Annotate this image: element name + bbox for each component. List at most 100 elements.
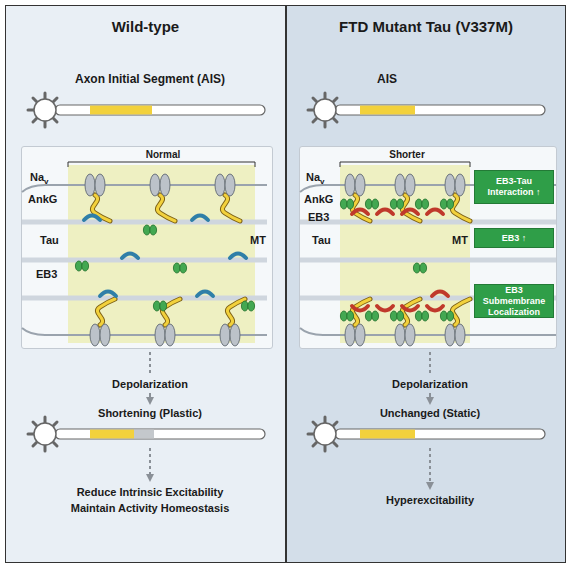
neuron-bottom-left bbox=[90, 430, 134, 439]
microtubule bbox=[22, 220, 267, 225]
illustration-part bbox=[352, 299, 370, 325]
annotation-label: Na bbox=[30, 171, 44, 183]
annotation-label: Tau bbox=[312, 234, 331, 246]
finding-box: EB3-Tau Interaction ↑ bbox=[474, 170, 554, 204]
membrane bbox=[22, 185, 556, 335]
annotation-label: Reduce Intrinsic Excitability bbox=[77, 486, 224, 498]
neuron-bottom-right bbox=[308, 417, 545, 451]
illustration-part bbox=[97, 299, 115, 325]
illustration-part bbox=[415, 311, 428, 321]
illustration-part bbox=[345, 174, 365, 196]
annotation-label: Depolarization bbox=[112, 378, 188, 390]
annotation-label: EB3 bbox=[308, 211, 329, 223]
illustration-part bbox=[157, 195, 175, 221]
illustration-part bbox=[413, 263, 426, 273]
neuron-bottom-left bbox=[28, 417, 265, 451]
illustration-part bbox=[352, 306, 368, 311]
illustration-part bbox=[90, 324, 110, 346]
annotation-label: Depolarization bbox=[392, 378, 468, 390]
flow-arrow bbox=[149, 352, 151, 374]
illustration-part bbox=[402, 299, 420, 325]
illustration-part bbox=[390, 311, 403, 321]
neuron-bottom-left bbox=[28, 417, 57, 451]
neuron-top-left bbox=[28, 93, 265, 127]
illustration-part bbox=[390, 199, 403, 209]
illustration-part bbox=[365, 199, 378, 209]
microtubule bbox=[22, 222, 556, 298]
illustration-part bbox=[230, 254, 246, 259]
panel-title: Wild-type bbox=[112, 18, 179, 35]
subscript-label: v bbox=[320, 177, 324, 186]
illustration-part bbox=[84, 216, 100, 221]
microtubule bbox=[300, 220, 556, 225]
annotation-label: AIS bbox=[377, 72, 397, 86]
neuron-top-right bbox=[335, 105, 545, 115]
illustration-part bbox=[440, 199, 453, 209]
panel-box: Wild-typeNormal bbox=[5, 5, 286, 563]
annotation-label: AnkG bbox=[304, 193, 333, 205]
panel-title: FTD Mutant Tau (V337M) bbox=[339, 18, 513, 35]
illustration-part bbox=[415, 199, 428, 209]
annotation-label: Tau bbox=[40, 234, 59, 246]
illustration-part bbox=[432, 292, 448, 297]
illustration-part bbox=[122, 254, 138, 259]
neuron-top-right bbox=[360, 106, 415, 115]
illustration-part bbox=[75, 261, 88, 271]
illustration-part bbox=[173, 263, 186, 273]
illustration-part bbox=[395, 324, 415, 346]
neuron-top-right bbox=[308, 93, 337, 127]
annotation-label: Axon Initial Segment (AIS) bbox=[75, 72, 225, 86]
illustration-part bbox=[452, 299, 470, 325]
annotation-label: EB3 bbox=[36, 268, 57, 280]
illustration-part bbox=[143, 225, 156, 235]
zoom-box: ShorterEB3-Tau Interaction ↑ EB3 ↑ EB3 Sub… bbox=[299, 146, 557, 349]
flow-arrow bbox=[149, 393, 151, 401]
illustration-part bbox=[352, 195, 370, 221]
illustration-part bbox=[340, 199, 353, 209]
annotation-label: AnkG bbox=[28, 193, 57, 205]
annotation-label: Shortening (Plastic) bbox=[98, 407, 202, 419]
microtubule bbox=[22, 296, 267, 301]
illustration-part bbox=[227, 299, 245, 325]
illustration-part bbox=[402, 210, 418, 215]
illustration-part bbox=[377, 210, 393, 215]
membrane bbox=[300, 328, 556, 335]
illustration-part bbox=[345, 324, 365, 346]
membrane bbox=[22, 185, 267, 192]
neuron-bottom-right bbox=[308, 417, 337, 451]
neuron-top-left bbox=[55, 105, 265, 115]
neuron-top-left bbox=[90, 106, 152, 115]
flow-arrow bbox=[429, 448, 431, 486]
flow-arrow bbox=[429, 352, 431, 374]
illustration-part bbox=[427, 306, 443, 311]
neuron-bottom-left bbox=[134, 430, 154, 439]
annotation-label: Na bbox=[306, 171, 320, 183]
flow-arrow bbox=[149, 448, 151, 478]
neuron-top-left bbox=[28, 93, 57, 127]
finding-box: EB3 Submembrane Localization bbox=[474, 284, 554, 318]
annotation-label: MT bbox=[452, 234, 468, 246]
illustration-part bbox=[241, 301, 254, 311]
annotation-label: MT bbox=[250, 234, 266, 246]
illustration-part bbox=[352, 210, 368, 215]
finding-text: EB3 ↑ bbox=[502, 233, 527, 244]
finding-text: EB3 Submembrane Localization bbox=[478, 285, 550, 318]
illustration-part bbox=[402, 195, 420, 221]
illustration-part bbox=[377, 306, 393, 311]
illustration-part bbox=[153, 301, 166, 311]
length-label: Shorter bbox=[389, 149, 425, 160]
zoom-box: Normal bbox=[21, 146, 273, 349]
illustration-part bbox=[365, 311, 378, 321]
neuron-top-right bbox=[308, 93, 545, 127]
illustration-part bbox=[100, 292, 116, 297]
illustration-part bbox=[402, 306, 418, 311]
illustration-part bbox=[192, 216, 208, 221]
membrane bbox=[300, 185, 556, 192]
illustration-part bbox=[445, 324, 465, 346]
length-bracket bbox=[68, 162, 255, 167]
illustration-part bbox=[162, 299, 180, 325]
illustration-part bbox=[150, 174, 170, 196]
subscript-label: v bbox=[44, 177, 48, 186]
neuron-bottom-right bbox=[335, 429, 545, 439]
